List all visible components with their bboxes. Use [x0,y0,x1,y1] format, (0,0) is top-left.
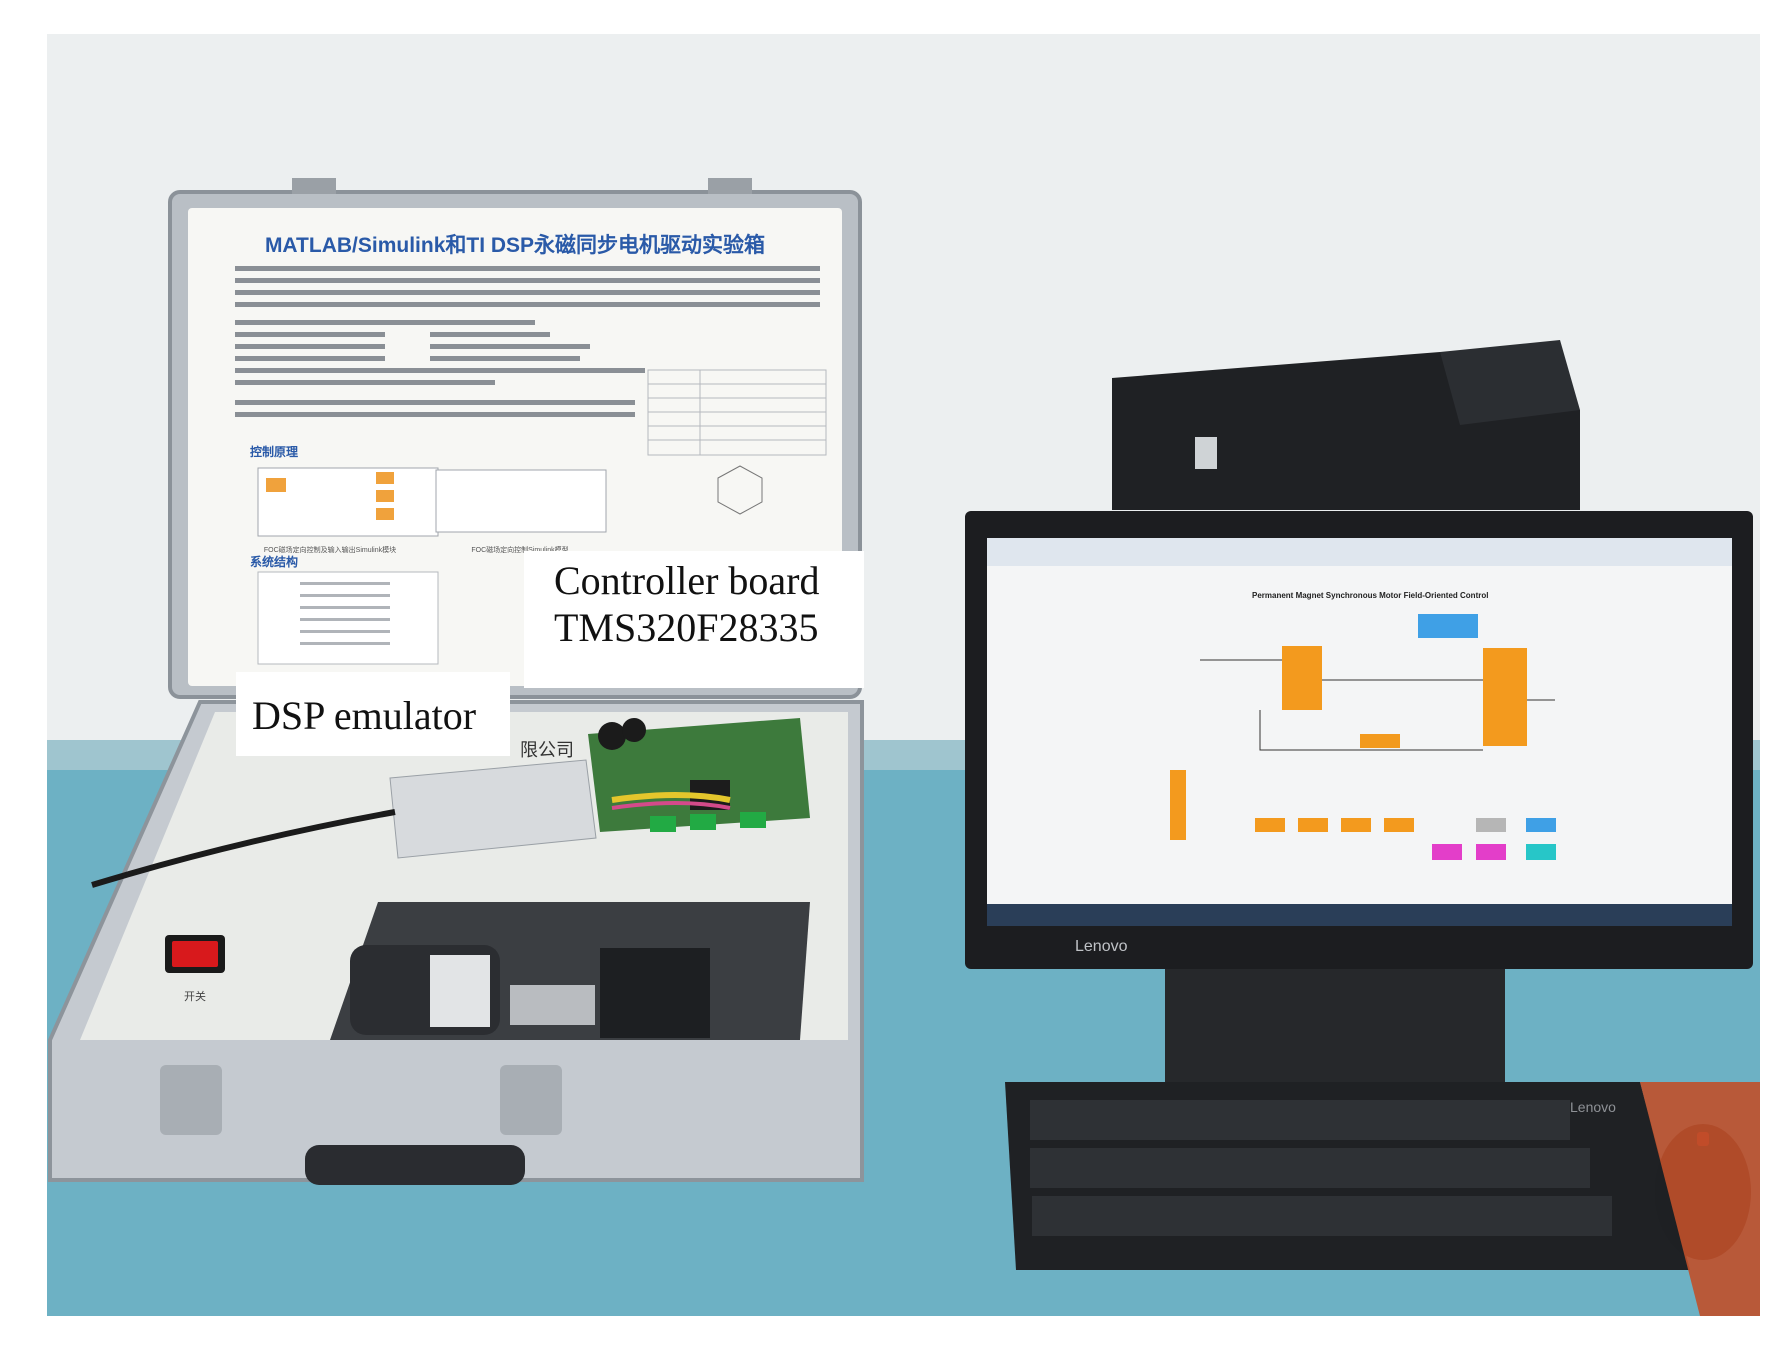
switch-label: 开关 [184,989,206,1003]
simulink-model-title: Permanent Magnet Synchronous Motor Field… [1252,591,1488,600]
power-switch [172,941,218,967]
pc-tower [1112,340,1580,510]
section-system-heading: 系统结构 [250,554,298,569]
company-name-fragment: 限公司 [520,740,574,760]
section-control-heading: 控制原理 [250,444,298,459]
keyboard: Lenovo [1005,1082,1690,1270]
controller-board-label: Controller board TMS320F28335 [524,551,864,688]
monitor-brand: Lenovo [1075,938,1128,955]
case-body: 开关 限公司 [48,700,864,1185]
dsp-emulator-label: DSP emulator [236,672,510,756]
keyboard-brand: Lenovo [1570,1099,1616,1115]
caption-mid: FOC磁场定向控制Simulink模型 [471,545,568,554]
dsp-emulator-label-text: DSP emulator [252,693,477,738]
monitor-screen [987,538,1732,926]
controller-board-label-line1: Controller board [554,558,820,603]
monitor: Permanent Magnet Synchronous Motor Field… [965,511,1753,1084]
poster-title: MATLAB/Simulink和TI DSP永磁同步电机驱动实验箱 [265,233,765,257]
controller-board-label-line2: TMS320F28335 [554,605,819,651]
caption-left: FOC磁场定向控制及输入输出Simulink模块 [264,545,396,554]
